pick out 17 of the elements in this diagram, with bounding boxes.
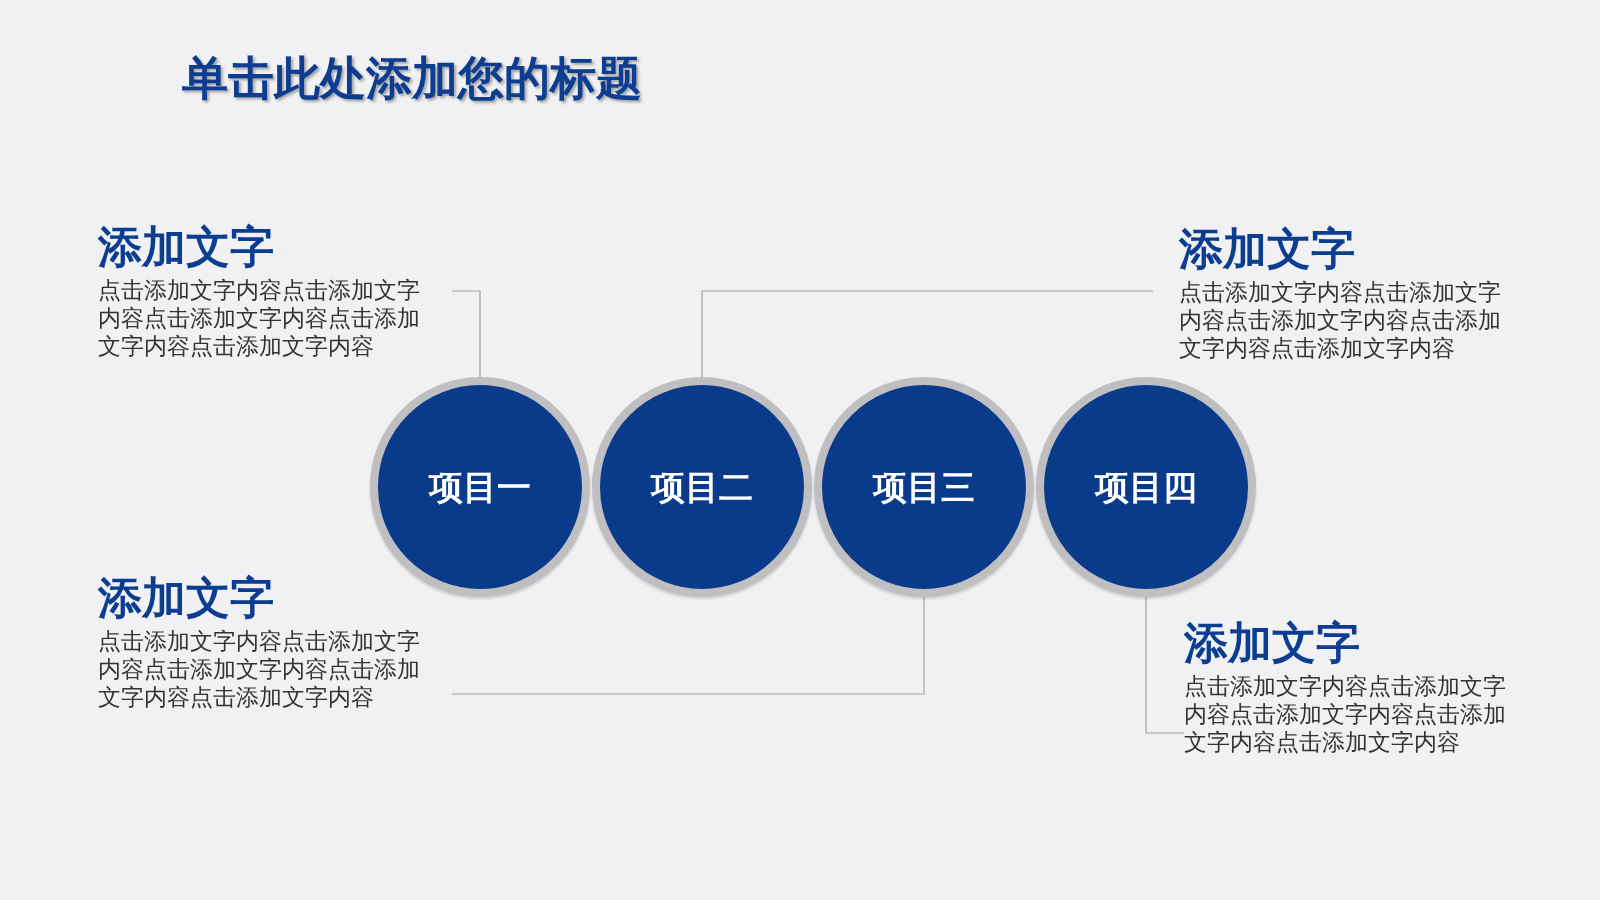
leader-line [1145, 596, 1185, 734]
leader-line [451, 290, 481, 378]
text-paragraph: 点击添加文字内容点击添加文字内容点击添加文字内容点击添加文字内容点击添加文字内容 [1179, 278, 1502, 362]
step-label: 项目四 [1095, 467, 1197, 507]
text-heading: 添加文字 [1179, 224, 1355, 274]
text-heading: 添加文字 [1184, 618, 1360, 668]
step-label: 项目三 [873, 467, 975, 507]
step-label: 项目二 [651, 467, 753, 507]
text-paragraph: 点击添加文字内容点击添加文字内容点击添加文字内容点击添加文字内容点击添加文字内容 [1184, 672, 1507, 756]
text-heading: 添加文字 [98, 222, 274, 272]
leader-line [701, 290, 1154, 378]
title: 单击此处添加您的标题 [182, 50, 642, 106]
text-paragraph: 点击添加文字内容点击添加文字内容点击添加文字内容点击添加文字内容点击添加文字内容 [98, 627, 421, 711]
text-paragraph: 点击添加文字内容点击添加文字内容点击添加文字内容点击添加文字内容点击添加文字内容 [98, 276, 421, 360]
step-label: 项目一 [429, 467, 531, 507]
text-heading: 添加文字 [98, 573, 274, 623]
leader-line [451, 596, 925, 695]
